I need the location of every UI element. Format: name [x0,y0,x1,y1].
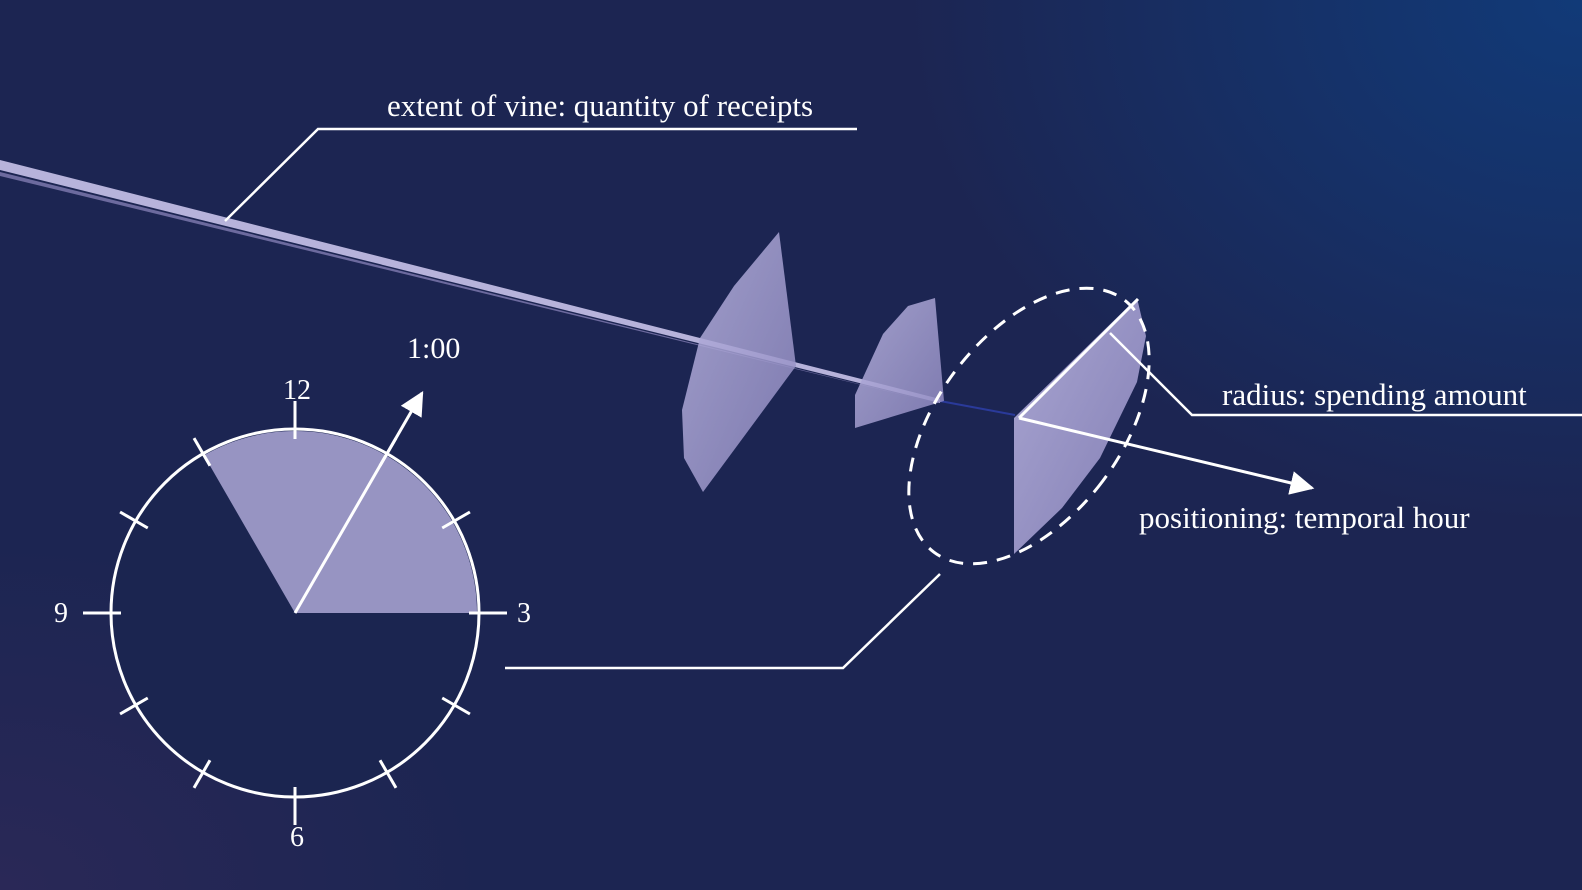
clock-diagram [83,390,507,825]
radius-line [1017,297,1140,420]
radius-label: radius: spending amount [1222,377,1527,412]
petal-front [1014,298,1146,554]
clock-tick-7 [192,759,212,789]
vine-stem [0,160,1016,416]
clock-numeral-12: 12 [283,375,311,406]
clock-tick-8 [119,696,149,716]
clock-tick-5 [378,759,398,789]
clock-numeral-3: 3 [517,598,531,629]
clock-hand-time-label: 1:00 [407,332,460,365]
clock-numeral-9: 9 [54,598,68,629]
clock-tick-4 [441,696,471,716]
clock-sector [204,431,477,613]
clock-hand [293,390,424,614]
positioning-label: positioning: temporal hour [1139,500,1470,535]
clock-tick-11 [192,437,212,467]
clock-tick-10 [119,510,149,530]
clock-tick-2 [441,510,471,530]
petal-large [682,232,796,492]
positioning-arrow [1018,416,1315,495]
radius-dashed-ellipse [907,286,1151,566]
petal-shapes [682,232,1146,554]
petal-small [855,298,944,428]
vine-leader-line [224,127,857,222]
radius-leader-line [1109,332,1582,417]
clock-leader-line [505,573,941,670]
clock-numeral-6: 6 [290,822,304,853]
vine-label: extent of vine: quantity of receipts [387,88,813,123]
